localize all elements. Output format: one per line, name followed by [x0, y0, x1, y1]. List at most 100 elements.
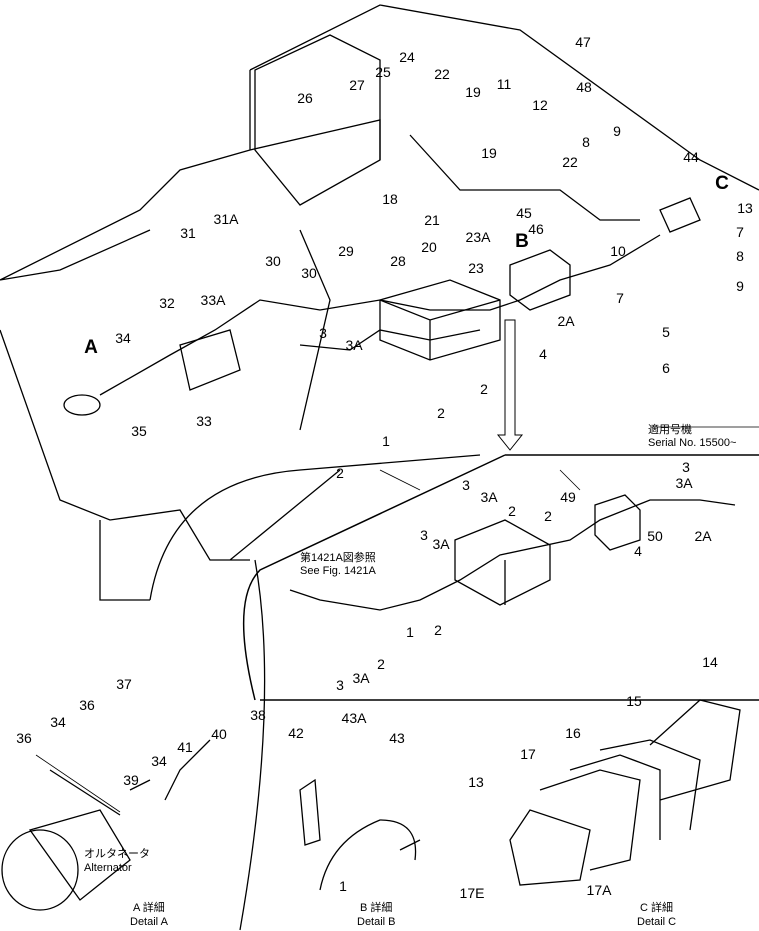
callout-33a: 33A — [200, 292, 226, 308]
callout-a: A — [84, 337, 98, 358]
wiring-harness — [99, 134, 661, 396]
callout-15: 15 — [626, 693, 642, 709]
callout-34: 34 — [115, 330, 131, 346]
callout-19: 19 — [465, 84, 481, 100]
callout-3a: 3A — [432, 536, 450, 552]
callout-1: 1 — [339, 878, 347, 894]
callout-2: 2 — [377, 656, 385, 672]
detail-c-caption: Detail C — [637, 916, 677, 928]
callout-22: 22 — [562, 154, 578, 170]
callout-1: 1 — [406, 624, 414, 640]
detail-relay — [594, 494, 641, 551]
callout-45: 45 — [516, 205, 532, 221]
callout-46: 46 — [528, 221, 544, 237]
alternator-label-jp: オルタネータ — [84, 848, 150, 860]
alternator-housing — [28, 739, 211, 901]
callout-12: 12 — [532, 97, 548, 113]
callout-3: 3 — [319, 325, 327, 341]
callout-c: C — [715, 173, 729, 194]
callout-13: 13 — [468, 774, 484, 790]
callout-9: 9 — [613, 123, 621, 139]
leader-lines — [35, 426, 759, 813]
callout-17: 17 — [520, 746, 536, 762]
callout-31a: 31A — [213, 211, 239, 227]
alternator-top — [63, 394, 101, 416]
callout-33: 33 — [196, 413, 212, 429]
see-fig-note: See Fig. 1421A — [300, 565, 376, 577]
callout-2: 2 — [480, 381, 488, 397]
callout-41: 41 — [177, 739, 193, 755]
callout-2: 2 — [544, 508, 552, 524]
alternator-body — [1, 829, 79, 911]
callout-2: 2 — [508, 503, 516, 519]
callout-20: 20 — [421, 239, 437, 255]
callout-21: 21 — [424, 212, 440, 228]
relay-box — [509, 249, 571, 311]
callout-7: 7 — [616, 290, 624, 306]
callout-38: 38 — [250, 707, 266, 723]
callout-39: 39 — [123, 772, 139, 788]
callout-19: 19 — [481, 145, 497, 161]
callout-b: B — [515, 231, 529, 252]
callout-2: 2 — [434, 622, 442, 638]
callout-3a: 3A — [675, 475, 693, 491]
detail-batteries — [289, 499, 736, 611]
detail-c-caption-jp: C 詳細 — [640, 902, 673, 914]
callout-36: 36 — [79, 697, 95, 713]
callout-34: 34 — [151, 753, 167, 769]
callout-50: 50 — [647, 528, 663, 544]
callout-22: 22 — [434, 66, 450, 82]
callout-3: 3 — [336, 677, 344, 693]
callout-24: 24 — [399, 49, 415, 65]
callout-23a: 23A — [465, 229, 491, 245]
callout-3: 3 — [420, 527, 428, 543]
callout-16: 16 — [565, 725, 581, 741]
callout-42: 42 — [288, 725, 304, 741]
callout-43a: 43A — [341, 710, 367, 726]
callout-8: 8 — [582, 134, 590, 150]
callout-27: 27 — [349, 77, 365, 93]
callout-30: 30 — [301, 265, 317, 281]
callout-36: 36 — [16, 730, 32, 746]
callout-31: 31 — [180, 225, 196, 241]
callout-13: 13 — [737, 200, 753, 216]
callout-47: 47 — [575, 34, 591, 50]
callout-18: 18 — [382, 191, 398, 207]
callout-35: 35 — [131, 423, 147, 439]
see-fig-jp: 第1421A図参照 — [300, 552, 376, 564]
serial-note-jp: 適用号機 — [648, 424, 692, 436]
callout-8: 8 — [736, 248, 744, 264]
callout-4: 4 — [634, 543, 642, 559]
callout-43: 43 — [389, 730, 405, 746]
callout-28: 28 — [390, 253, 406, 269]
callout-9: 9 — [736, 278, 744, 294]
callout-29: 29 — [338, 243, 354, 259]
callout-17a: 17A — [586, 882, 612, 898]
detail-arrow — [496, 319, 524, 451]
detail-b-caption: Detail B — [357, 916, 396, 928]
callout-5: 5 — [662, 324, 670, 340]
callout-14: 14 — [702, 654, 718, 670]
callout-40: 40 — [211, 726, 227, 742]
detail-b-caption-jp: B 詳細 — [360, 902, 393, 914]
callout-7: 7 — [736, 224, 744, 240]
detail-c-lamp — [509, 699, 741, 886]
callout-49: 49 — [560, 489, 576, 505]
lamp-top — [659, 197, 701, 233]
cab-outline — [254, 34, 381, 206]
callout-32: 32 — [159, 295, 175, 311]
callout-2: 2 — [336, 465, 344, 481]
callout-25: 25 — [375, 64, 391, 80]
callout-44: 44 — [683, 149, 699, 165]
alternator-label: Alternator — [84, 862, 132, 874]
detail-a-caption-jp: A 詳細 — [133, 902, 165, 914]
callout-3a: 3A — [345, 337, 363, 353]
detail-a-caption: Detail A — [130, 916, 168, 928]
callout-17e: 17E — [459, 885, 485, 901]
callout-23: 23 — [468, 260, 484, 276]
callout-11: 11 — [496, 76, 512, 92]
detail-b-parts — [299, 778, 421, 891]
detail-box-frame — [242, 454, 759, 701]
callout-2a: 2A — [694, 528, 712, 544]
